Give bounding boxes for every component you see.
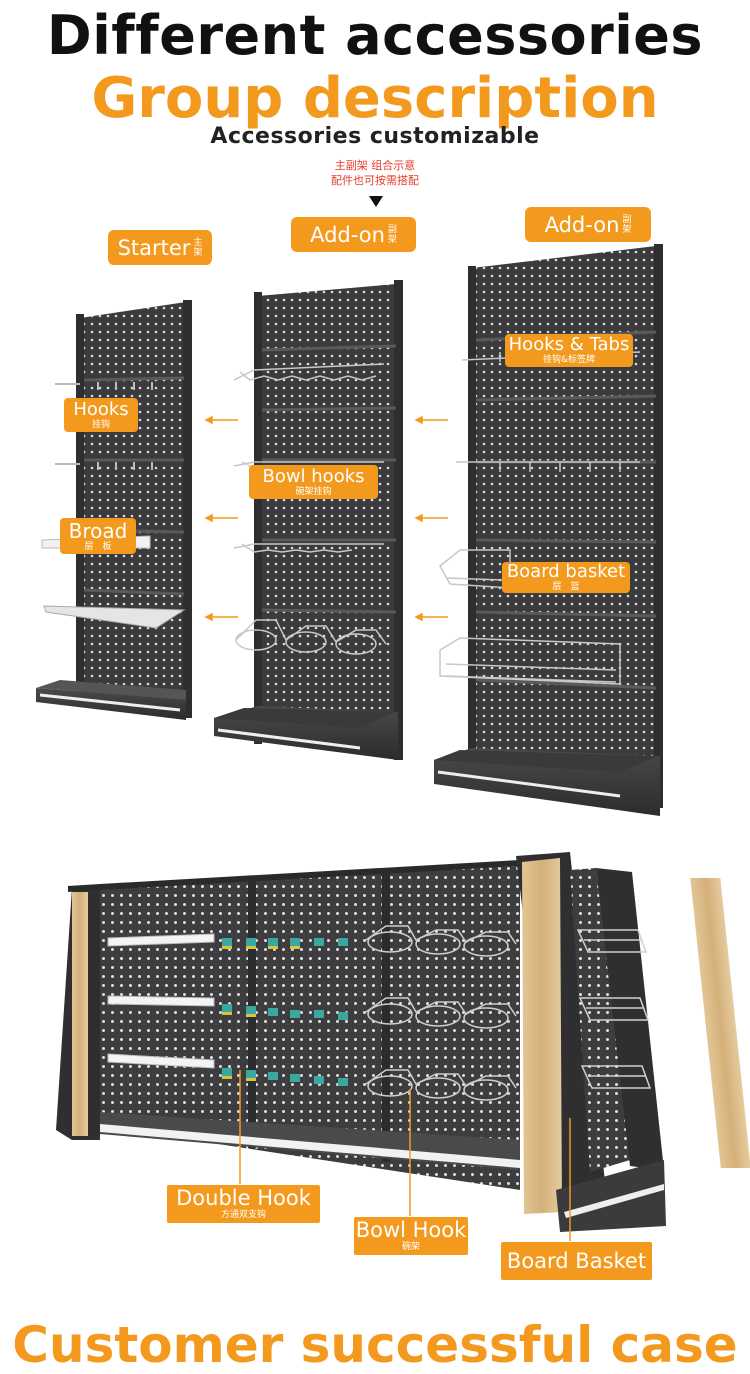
callout-hooks-cn: 挂钩 (91, 419, 110, 430)
title-group-description: Group description (91, 66, 659, 131)
callout-bowl-hooks: Bowl hooks 碗架挂钩 (249, 465, 378, 499)
callout-hooks: Hooks 挂钩 (64, 398, 138, 432)
callout-broad-cn: 层 板 (84, 541, 112, 552)
callout-bowl-hooks-en: Bowl hooks (262, 465, 365, 487)
gondola-illustration (56, 852, 750, 1244)
tag-addon-2: Add-on 副架 (525, 207, 651, 242)
callout-hooks-tabs-cn: 挂钩&标签牌 (542, 355, 596, 365)
tag-addon2-cn1: 副 (622, 214, 632, 225)
callout-board-basket-bottom-en: Board Basket (506, 1248, 647, 1273)
callout-double-hook: Double Hook 方通双支钩 (166, 1184, 321, 1224)
callout-bowl-hooks-cn: 碗架挂钩 (295, 486, 332, 497)
callout-board-basket: Board basket 层 篮 (502, 562, 630, 593)
callout-bowl-hook-en: Bowl Hook (355, 1218, 467, 1242)
callout-board-basket-cn: 层 篮 (552, 582, 580, 592)
connector-arrows (204, 415, 448, 622)
subtitle-accessories-customizable: Accessories customizable (210, 124, 540, 149)
callout-hooks-en: Hooks (73, 398, 129, 420)
note-line-1: 主副架 组合示意 (334, 159, 416, 172)
tag-starter: Starter 主架 (108, 230, 212, 265)
arrow-down-icon (369, 196, 383, 207)
callout-board-basket-bottom: Board Basket (500, 1241, 653, 1281)
tag-addon2-en: Add-on (544, 212, 620, 237)
callout-bowl-hook-cn: 碗架 (401, 1242, 420, 1252)
tag-addon2-cn2: 架 (622, 224, 632, 235)
callout-hooks-tabs-en: Hooks & Tabs (508, 334, 630, 355)
addon-shelf-2 (434, 244, 663, 816)
footer-title: Customer successful case (12, 1316, 738, 1374)
callout-hooks-tabs: Hooks & Tabs 挂钩&标签牌 (505, 334, 633, 367)
tag-starter-en: Starter (117, 235, 191, 260)
addon-shelf-1 (214, 280, 403, 760)
callout-double-hook-cn: 方通双支钩 (220, 1210, 266, 1220)
tag-addon1-cn2: 架 (387, 234, 397, 245)
callout-double-hook-en: Double Hook (176, 1186, 311, 1210)
tag-addon-1: Add-on 副架 (291, 217, 416, 252)
callout-broad: Broad 层 板 (60, 518, 136, 554)
tag-starter-cn1: 主 (193, 237, 203, 248)
callout-broad-en: Broad (68, 518, 128, 543)
tag-addon1-en: Add-on (310, 222, 385, 247)
starter-shelf (36, 300, 192, 720)
callout-bowl-hook: Bowl Hook 碗架 (353, 1216, 469, 1256)
gondola-leaders (239, 1070, 571, 1244)
tag-starter-cn2: 架 (193, 247, 203, 258)
tag-addon1-cn1: 副 (387, 224, 397, 235)
title-different-accessories: Different accessories (46, 4, 704, 67)
callout-board-basket-en: Board basket (506, 561, 626, 582)
note-line-2: 配件也可按需搭配 (331, 174, 419, 187)
